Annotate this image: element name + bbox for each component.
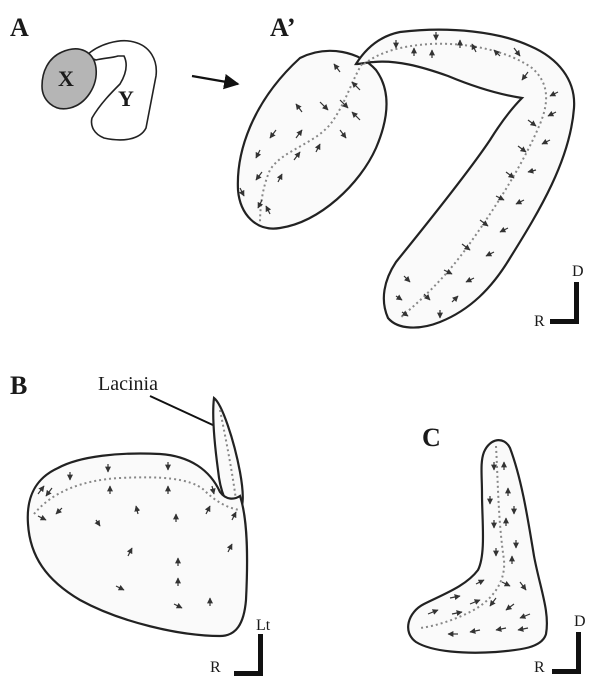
a-prime-hook-lobe [356,30,574,328]
panel-b-axis-lt: Lt [256,617,271,634]
lobe-y-label: Y [118,86,134,111]
panel-b-label: B [10,371,27,400]
panel-c-label: C [422,423,441,452]
panel-b-axis-r: R [210,659,221,676]
a-prime-axis-glyph: D R [534,263,584,330]
panel-c-axis-r: R [534,659,545,676]
a-prime-left-lobe [238,51,387,229]
a-prime-axis-r: R [534,313,545,330]
panel-b-body [28,454,247,636]
lobe-x-label: X [58,66,74,91]
panel-c-axis-d: D [574,613,586,630]
panel-b: B Lacinia [10,371,271,676]
panel-a-prime: A’ [238,13,584,330]
panel-c: C [408,423,585,676]
panel-a-prime-label: A’ [270,13,296,42]
panel-c-body [408,440,547,653]
lacinia-label: Lacinia [98,373,158,395]
transition-arrow [192,76,238,84]
panel-a-label: A [10,13,29,42]
a-prime-axis-d: D [572,263,584,280]
panel-a: A X Y [10,13,238,140]
